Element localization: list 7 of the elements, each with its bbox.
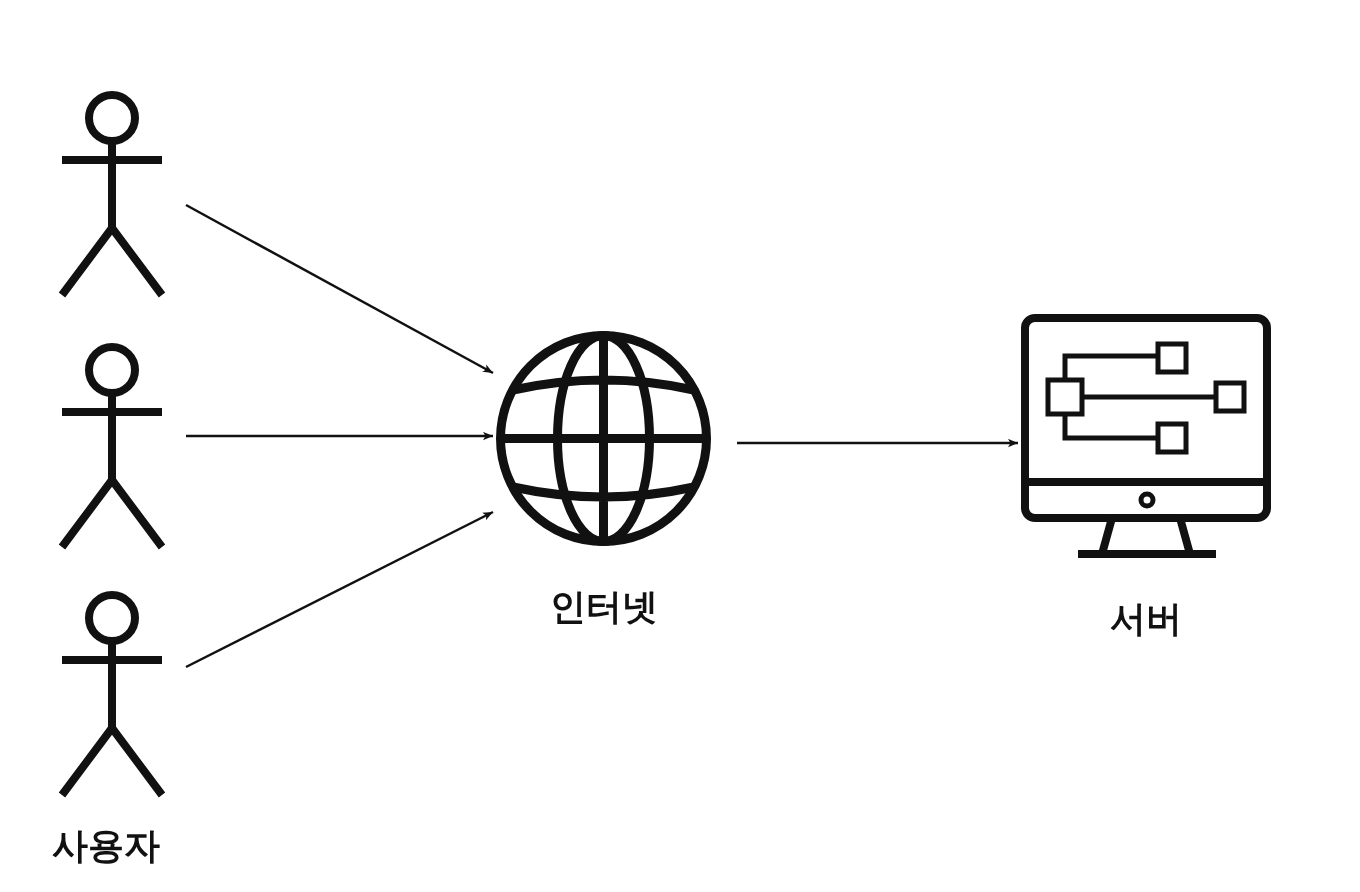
node-label: 인터넷 bbox=[549, 585, 658, 629]
arrow bbox=[737, 438, 1018, 448]
arrow bbox=[185, 510, 494, 669]
node-label: 서버 bbox=[1110, 596, 1182, 640]
arrow bbox=[186, 431, 493, 441]
arrow bbox=[185, 203, 494, 375]
group-label: 사용자 bbox=[52, 824, 160, 868]
